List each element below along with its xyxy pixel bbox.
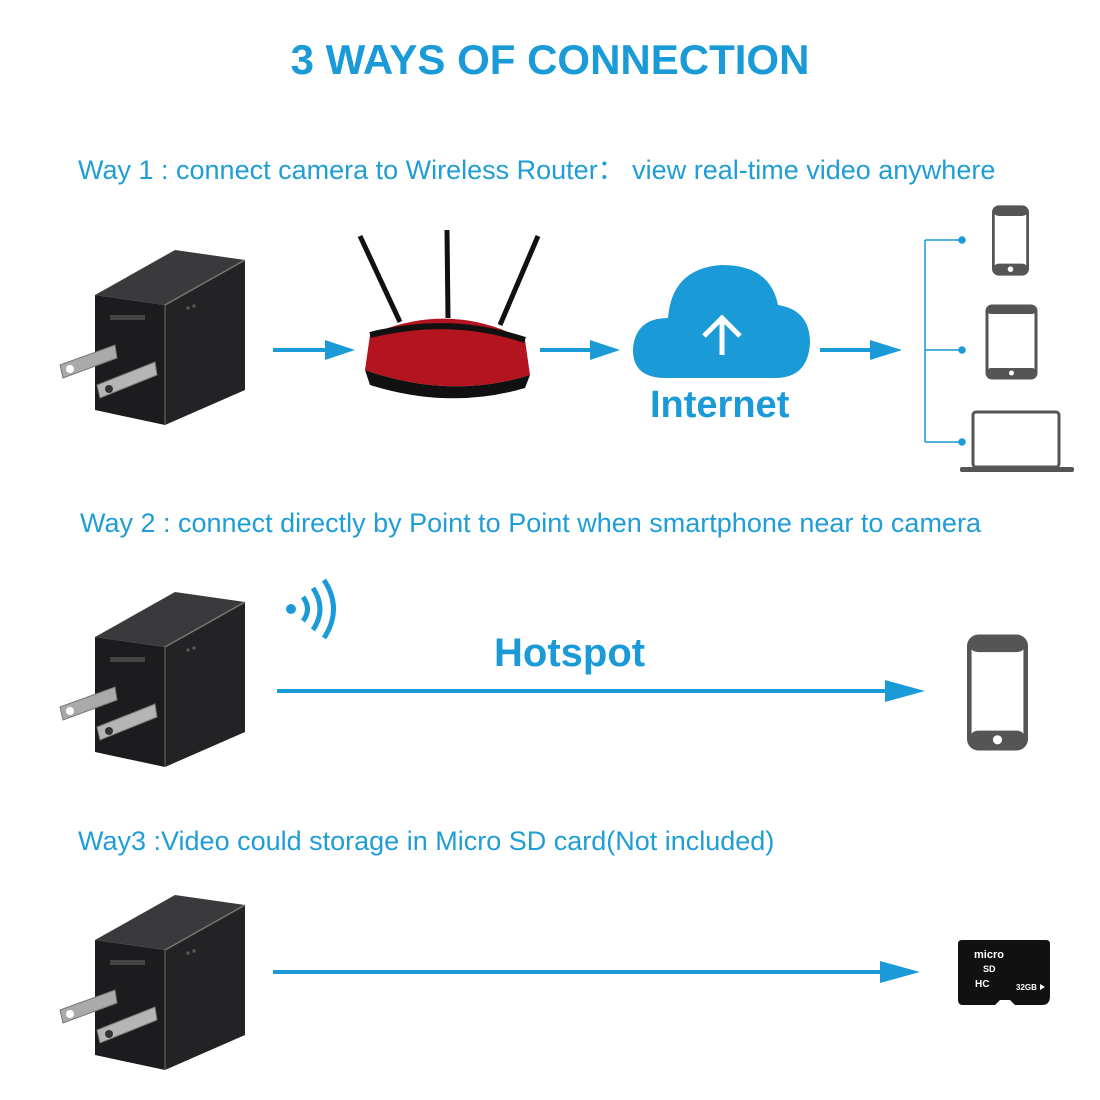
sd-brand-top: micro	[974, 949, 1004, 961]
way2-description: Way 2 : connect directly by Point to Poi…	[80, 508, 981, 538]
hotspot-label: Hotspot	[494, 631, 646, 675]
sd-brand-bottom: HC	[975, 979, 989, 990]
device-bracket	[924, 236, 966, 446]
way1-description: Way 1 : connect camera to Wireless Route…	[78, 155, 996, 185]
page-title: 3 WAYS OF CONNECTION	[290, 36, 810, 83]
router	[357, 229, 541, 399]
arrow-right-icon	[273, 961, 920, 983]
arrow-right-icon	[277, 680, 925, 702]
way3-description: Way3 :Video could storage in Micro SD ca…	[78, 826, 775, 856]
sd-capacity: 32GB	[1016, 983, 1037, 992]
internet-label: Internet	[650, 384, 790, 426]
laptop-icon	[960, 410, 1074, 472]
wifi-signal-icon	[286, 578, 336, 640]
sd-brand-mid: SD	[983, 964, 996, 974]
arrow-right-icon	[273, 340, 902, 360]
tablet-icon	[985, 304, 1038, 380]
cloud-upload-icon	[632, 265, 810, 378]
micro-sd-card: micro SD HC 32GB	[958, 940, 1050, 1005]
